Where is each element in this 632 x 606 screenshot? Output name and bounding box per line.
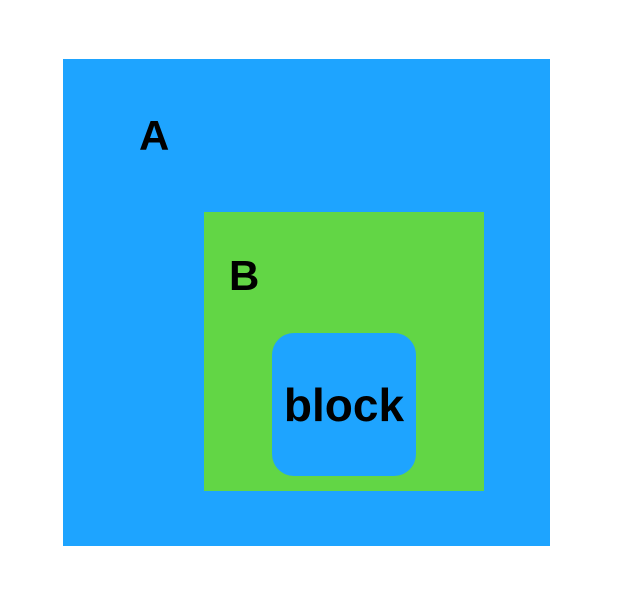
block-label: block — [283, 378, 405, 431]
container-a-label: A — [139, 112, 170, 159]
container-b: B block — [204, 212, 484, 491]
block-element: block — [272, 333, 416, 476]
container-a: A B block — [63, 59, 550, 546]
container-b-label: B — [229, 252, 260, 299]
